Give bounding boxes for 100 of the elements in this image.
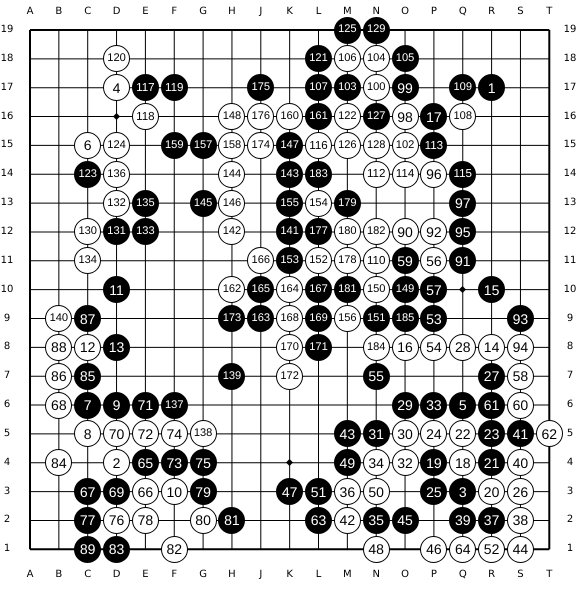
go-stone: 29	[392, 392, 419, 419]
go-stone: 80	[190, 506, 217, 534]
go-stone: 178	[334, 247, 361, 274]
go-stone: 162	[218, 276, 246, 304]
go-stone: 161	[305, 103, 332, 130]
coordinate-label: H	[228, 6, 236, 18]
go-stone: 135	[132, 190, 159, 217]
go-stone: 43	[334, 420, 361, 448]
go-stone: 113	[420, 132, 448, 159]
go-stone: 72	[132, 420, 159, 448]
go-stone: 28	[449, 334, 476, 361]
go-stone: 77	[74, 506, 102, 534]
coordinate-label: P	[430, 569, 437, 581]
go-stone: 165	[247, 276, 274, 304]
coordinate-label: 10	[564, 284, 576, 296]
coordinate-label: 1	[4, 543, 10, 556]
go-stone: 81	[218, 506, 246, 534]
coordinate-label: 11	[0, 254, 14, 267]
go-stone: 48	[362, 536, 390, 563]
go-stone: 176	[247, 103, 274, 130]
coordinate-label: 13	[564, 197, 576, 210]
go-stone: 6	[74, 132, 102, 159]
go-stone: 87	[74, 305, 102, 332]
go-stone: 156	[334, 305, 361, 332]
go-stone: 50	[362, 478, 390, 506]
go-stone: 45	[392, 506, 419, 534]
go-stone: 92	[420, 218, 448, 246]
go-stone: 125	[334, 16, 361, 44]
go-stone: 44	[506, 536, 534, 563]
go-stone: 54	[420, 334, 448, 361]
go-stone: 169	[305, 305, 332, 332]
go-stone: 75	[190, 449, 217, 476]
go-stone: 106	[334, 45, 361, 72]
go-stone: 177	[305, 218, 332, 246]
coordinate-label: S	[517, 6, 524, 18]
go-stone: 145	[190, 190, 217, 217]
coordinate-label: 5	[566, 428, 574, 440]
coordinate-label: J	[259, 569, 262, 581]
go-stone: 23	[478, 420, 506, 448]
go-stone: 89	[74, 536, 102, 563]
coordinate-label: P	[430, 6, 437, 18]
coordinate-label: E	[142, 6, 149, 18]
go-stone: 27	[478, 362, 506, 390]
go-stone: 96	[420, 160, 448, 188]
go-stone: 25	[420, 478, 448, 506]
coordinate-label: 6	[566, 399, 574, 412]
go-stone: 41	[506, 420, 534, 448]
go-stone: 64	[449, 536, 476, 563]
go-stone: 163	[247, 305, 274, 332]
coordinate-label: 7	[566, 370, 574, 382]
go-stone: 71	[132, 392, 159, 419]
coordinate-label: 8	[566, 341, 574, 354]
go-stone: 18	[449, 449, 476, 476]
go-stone: 55	[362, 362, 390, 390]
go-stone: 179	[334, 190, 361, 217]
coordinate-label: 9	[566, 312, 574, 324]
go-stone: 152	[305, 247, 332, 274]
go-stone: 70	[103, 420, 130, 448]
go-stone: 15	[478, 276, 506, 304]
go-stone: 34	[362, 449, 390, 476]
go-stone: 133	[132, 218, 159, 246]
coordinate-label: Q	[458, 6, 467, 18]
go-stone: 9	[103, 392, 130, 419]
coordinate-label: K	[286, 569, 293, 581]
coordinate-label: 7	[4, 370, 10, 382]
go-stone: 88	[45, 334, 72, 361]
coordinate-label: 11	[564, 254, 576, 267]
coordinate-label: 19	[564, 24, 576, 36]
go-stone: 20	[478, 478, 506, 506]
go-stone: 104	[362, 45, 390, 72]
go-stone: 30	[392, 420, 419, 448]
coordinate-label: A	[26, 6, 34, 18]
go-stone: 69	[103, 478, 130, 506]
go-stone: 114	[392, 160, 419, 188]
go-stone: 99	[392, 74, 419, 102]
go-stone: 148	[218, 103, 246, 130]
go-stone: 10	[160, 478, 188, 506]
go-stone: 61	[478, 392, 506, 419]
go-stone: 131	[103, 218, 130, 246]
go-stone: 84	[45, 449, 72, 476]
go-stone: 59	[392, 247, 419, 274]
go-stone: 181	[334, 276, 361, 304]
go-stone: 109	[449, 74, 476, 102]
coordinate-label: T	[546, 6, 552, 18]
coordinate-label: S	[517, 569, 524, 581]
coordinate-label: N	[372, 569, 380, 581]
go-stone: 12	[74, 334, 102, 361]
go-stone: 119	[160, 74, 188, 102]
go-stone: 117	[132, 74, 159, 102]
coordinate-label: 13	[0, 197, 14, 210]
go-stone: 149	[392, 276, 419, 304]
go-stone: 38	[506, 506, 534, 534]
coordinate-label: 6	[4, 399, 10, 412]
go-stone: 53	[420, 305, 448, 332]
go-stone: 123	[74, 160, 102, 188]
go-stone: 185	[392, 305, 419, 332]
coordinate-label: B	[55, 6, 62, 18]
go-stone: 97	[449, 190, 476, 217]
go-stone: 107	[305, 74, 332, 102]
go-stone: 140	[45, 305, 72, 332]
